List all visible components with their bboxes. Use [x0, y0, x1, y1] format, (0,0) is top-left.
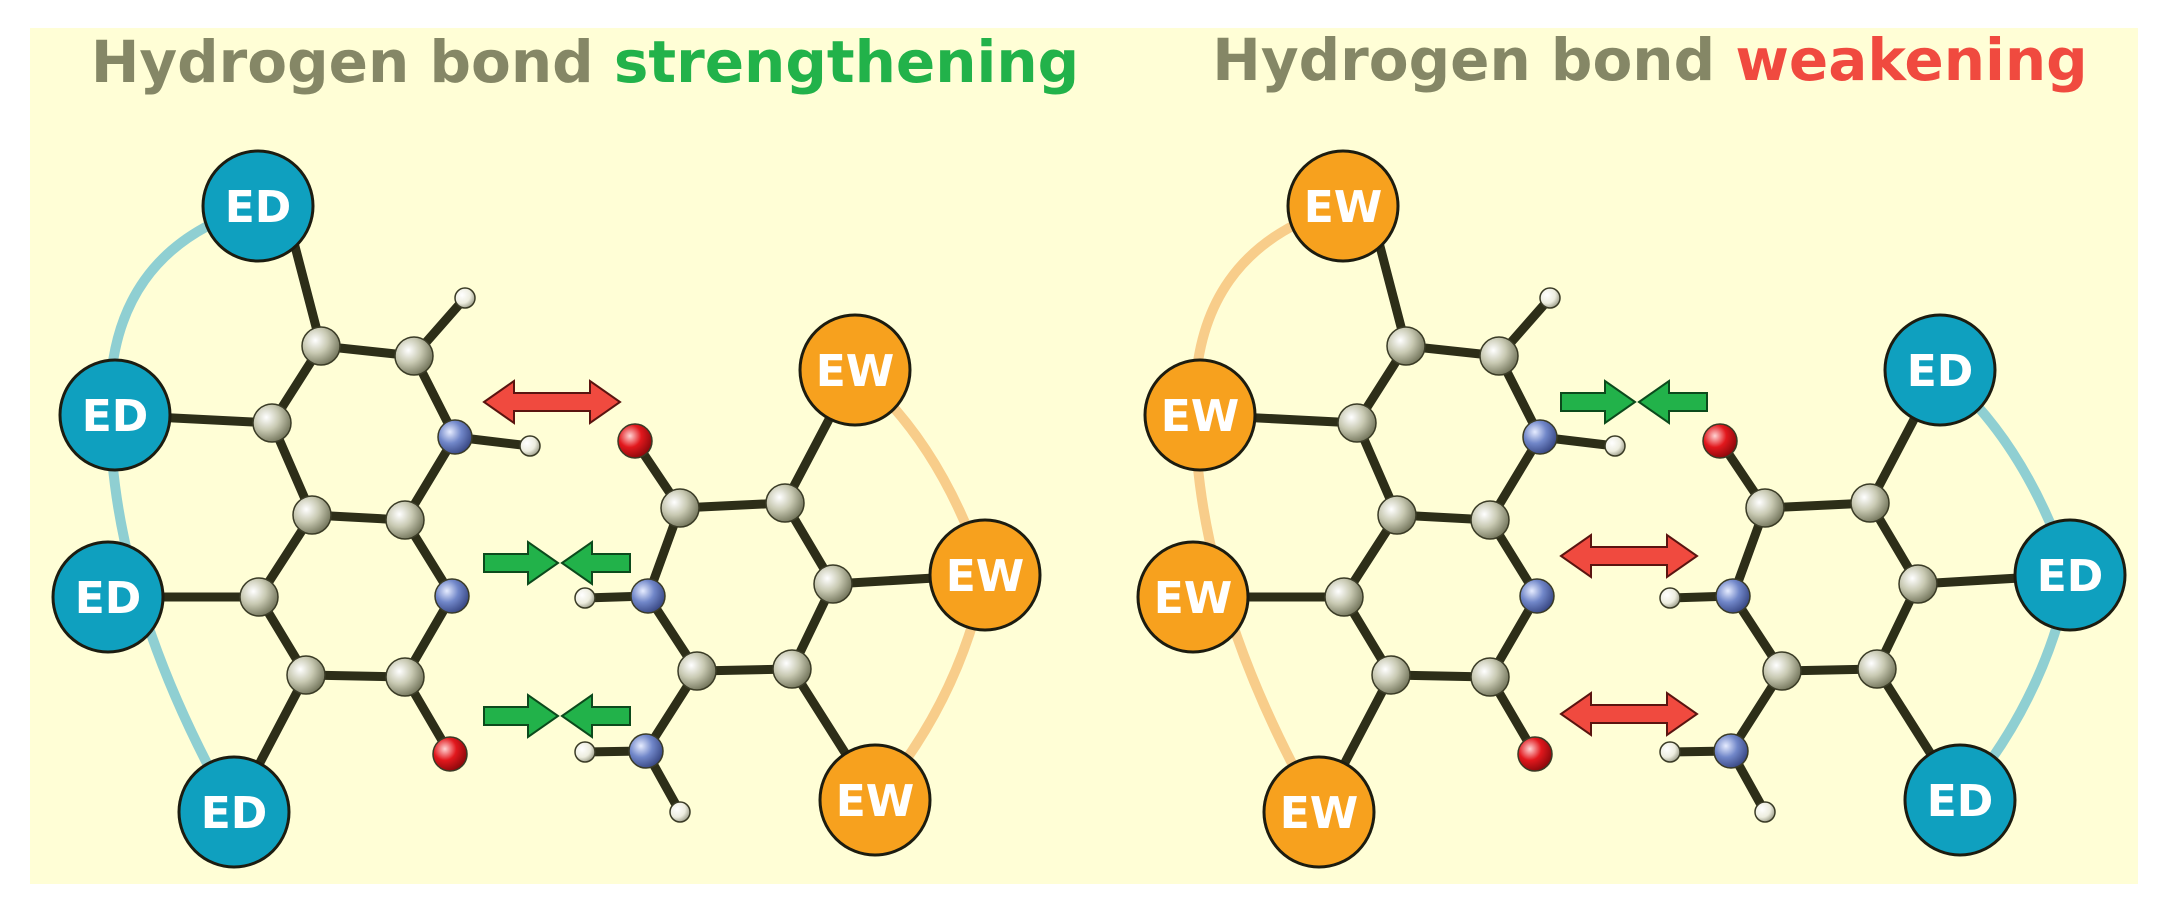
hbond-arrow-3-double [1559, 691, 1699, 737]
title-strengthening: Hydrogen bond strengthening [91, 28, 1079, 96]
badge-label: EW [1280, 788, 1359, 839]
substituent-ed-3: ED [51, 540, 165, 654]
substituent-ed-2: ED [2013, 518, 2127, 632]
panel-strengthening: ED ED ED ED EW EW EW [51, 149, 1042, 869]
badge-label: ED [2037, 551, 2104, 602]
substituent-ed-1: ED [1883, 313, 1997, 427]
atoms [239, 287, 853, 823]
title-weakening-keyword: weakening [1735, 26, 2087, 94]
badge-label: ED [75, 573, 142, 624]
title-weakening-prefix: Hydrogen bond [1212, 26, 1735, 94]
hbond-arrow-1-double [482, 379, 622, 425]
badge-label: EW [836, 776, 915, 827]
substituent-ed-2: ED [58, 358, 172, 472]
badge-label: ED [201, 788, 268, 839]
substituent-ew-3: EW [818, 743, 932, 857]
substituent-ed-3: ED [1903, 743, 2017, 857]
title-strengthening-prefix: Hydrogen bond [91, 28, 614, 96]
substituent-ew-2: EW [1143, 358, 1257, 472]
badge-label: EW [1304, 182, 1383, 233]
substituent-ew-4: EW [1262, 755, 1376, 869]
hbond-arrow-3-converge [483, 693, 631, 739]
substituent-ew-3: EW [1136, 540, 1250, 654]
substituent-ew-2: EW [928, 518, 1042, 632]
badge-label: ED [1907, 346, 1974, 397]
hbond-arrow-2-converge [483, 540, 631, 586]
badge-label: EW [816, 346, 895, 397]
substituent-ew-1: EW [798, 313, 912, 427]
substituent-ed-1: ED [201, 149, 315, 263]
badge-label: ED [82, 391, 149, 442]
substituent-ed-4: ED [177, 755, 291, 869]
background-panel [30, 28, 2138, 884]
badge-label: EW [1161, 391, 1240, 442]
atoms [1324, 287, 1938, 823]
badge-label: ED [1927, 776, 1994, 827]
substituent-ew-1: EW [1286, 149, 1400, 263]
hbond-arrow-2-double [1559, 533, 1699, 579]
title-strengthening-keyword: strengthening [614, 28, 1079, 96]
badge-label: EW [946, 551, 1025, 602]
badge-label: EW [1154, 573, 1233, 624]
title-weakening: Hydrogen bond weakening [1212, 26, 2087, 94]
badge-label: ED [225, 182, 292, 233]
panel-weakening: EW EW EW EW ED ED ED [1136, 149, 2127, 869]
hbond-arrow-1-converge [1560, 379, 1708, 425]
